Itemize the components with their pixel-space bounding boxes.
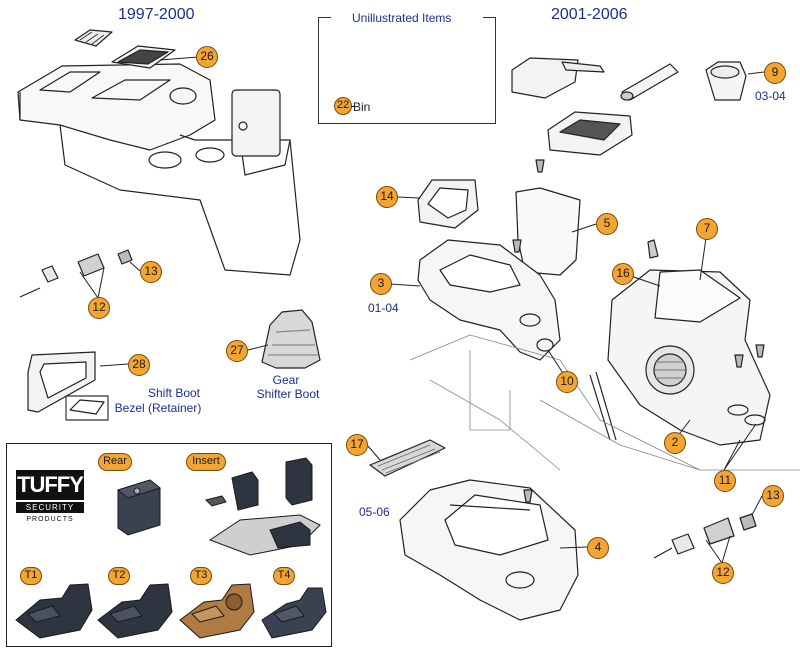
console-2001-2006-top-parts-drawing [417,57,747,276]
tuffy-t1-image [15,583,93,639]
callout-14[interactable]: 14 [376,186,398,208]
gear-shifter-boot-label-line1: Gear [272,373,300,387]
tag-t1: T1 [20,567,42,585]
bezel-28-drawing [27,351,109,421]
heading-1997-2000: 1997-2000 [118,6,195,23]
callout-12-left[interactable]: 12 [88,297,110,319]
tag-rear: Rear [98,453,132,471]
callout-9[interactable]: 9 [764,62,786,84]
unillustrated-items-box [318,17,496,124]
bin-26-drawing [111,45,176,69]
tuffy-t2-image [97,583,173,639]
vent-17-drawing [369,439,446,477]
callout-12-right[interactable]: 12 [712,562,734,584]
tuffy-products-panel [6,443,332,647]
callout-27[interactable]: 27 [226,340,248,362]
callout-28[interactable]: 28 [128,354,150,376]
subwoofer-assembly-drawing [589,239,771,446]
tag-t2: T2 [108,567,130,585]
callout-17[interactable]: 17 [346,434,368,456]
tuffy-insert-image [205,457,321,556]
tag-insert: Insert [186,453,226,471]
console-1997-2000-drawing [17,63,301,276]
callout-13-right[interactable]: 13 [762,485,784,507]
callout-5[interactable]: 5 [596,213,618,235]
tuffy-t3-image [179,583,255,639]
callout-7[interactable]: 7 [696,218,718,240]
callout-4[interactable]: 4 [587,537,609,559]
callout-2[interactable]: 2 [664,432,686,454]
console-01-04-drawing [417,239,561,361]
unillustrated-heading: Unillustrated Items [352,11,452,25]
tag-t4: T4 [273,567,295,585]
callout-11[interactable]: 11 [714,470,736,492]
tuffy-logo-word: TUFFY [16,470,84,500]
tuffy-logo-sub2: PRODUCTS [26,516,74,523]
callout-16[interactable]: 16 [612,263,634,285]
lock-parts-right-drawing [653,513,757,559]
callout-13-left[interactable]: 13 [140,261,162,283]
tuffy-logo-sub1: SECURITY [16,502,84,513]
screws-drawing [512,159,765,503]
tuffy-rear-image [116,479,162,536]
callout-10[interactable]: 10 [556,371,578,393]
shift-boot-label-line1: Shift Boot [147,386,201,400]
callout-22-leader [351,106,355,107]
console-05-06-drawing [399,479,579,621]
unillustrated-item-bin: Bin [353,100,371,114]
tuffy-logo: TUFFY SECURITY PRODUCTS [16,470,84,526]
tuffy-t4-image [261,587,327,639]
callout-3[interactable]: 3 [370,273,392,295]
shifter-boot-drawing [261,309,321,369]
year-label-05-06: 05-06 [359,505,390,519]
mat-drawing [74,29,113,47]
floor-lines-drawing [409,334,800,471]
heading-2001-2006: 2001-2006 [551,6,628,23]
callout-26[interactable]: 26 [196,46,218,68]
callout-leader-lines [79,56,765,564]
gear-shifter-boot-label-line2: Shifter Boot [256,387,320,401]
year-label-03-04: 03-04 [755,89,786,103]
year-label-01-04: 01-04 [368,301,399,315]
tag-t3: T3 [190,567,212,585]
shift-boot-label-line2: Bezel (Retainer) [114,401,202,415]
